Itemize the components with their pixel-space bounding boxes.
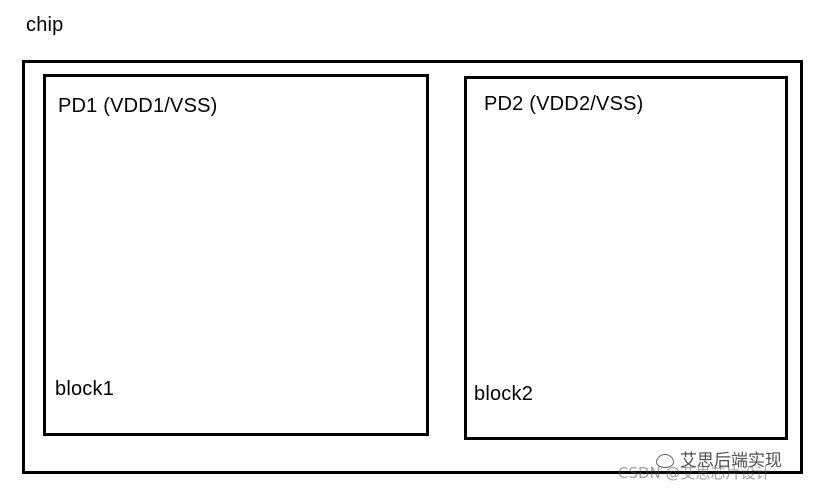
power-domain-1-title: PD1 (VDD1/VSS) xyxy=(58,95,218,117)
chip-label: chip xyxy=(26,14,64,36)
power-domain-1-box xyxy=(43,74,429,436)
block1-label: block1 xyxy=(55,378,115,400)
watermark-text-1: 艾思后端实现 xyxy=(680,451,782,471)
watermark-line1: 艾思后端实现 xyxy=(656,446,818,471)
power-domain-2-box xyxy=(464,76,788,440)
wechat-icon xyxy=(656,454,674,468)
power-domain-2-title: PD2 (VDD2/VSS) xyxy=(484,93,644,115)
block2-label: block2 xyxy=(474,383,534,405)
chip-box xyxy=(22,60,803,474)
watermark-line2: CSDN @艾思芯片设计 xyxy=(618,464,771,482)
